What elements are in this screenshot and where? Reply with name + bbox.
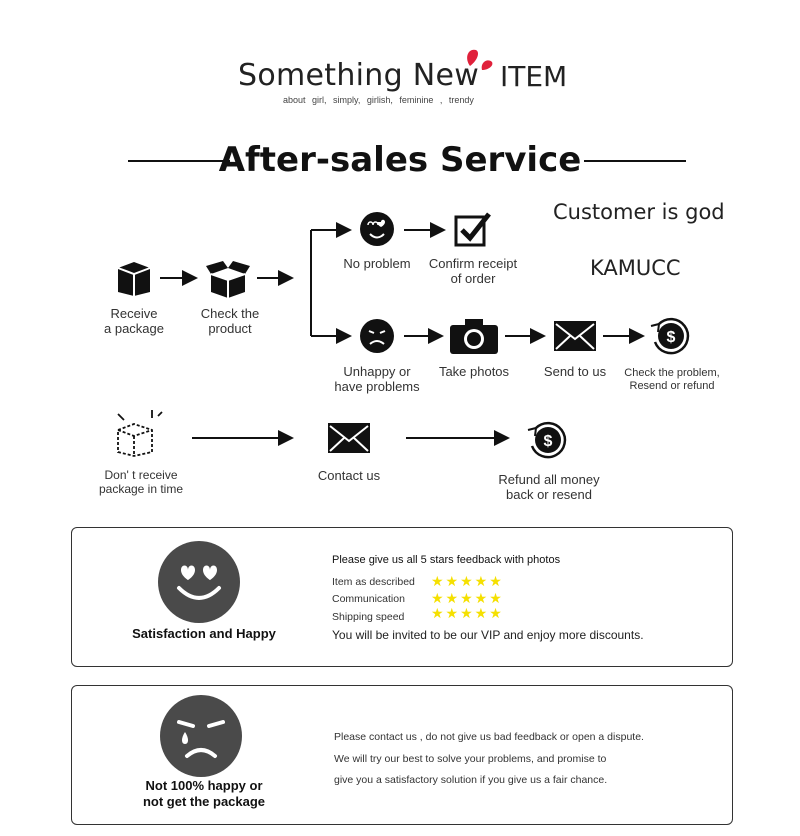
camera-icon xyxy=(450,319,498,354)
refund-label: Refund all money back or resend xyxy=(498,472,600,502)
open-box-icon xyxy=(206,261,250,298)
take-photos-label: Take photos xyxy=(438,364,510,379)
svg-text:$: $ xyxy=(667,329,676,346)
rating-stars-communication: ★★★★★ xyxy=(431,590,504,606)
missing-package-icon xyxy=(117,410,163,457)
heart-logo-icon xyxy=(467,49,493,70)
refund-money-icon: $ xyxy=(527,421,567,459)
contact-us-label: Contact us xyxy=(317,468,381,483)
rating-label-communication: Communication xyxy=(332,593,405,605)
slogan-line1: Customer is god xyxy=(553,200,725,224)
vip-text: You will be invited to be our VIP and en… xyxy=(332,628,644,642)
rating-stars-item: ★★★★★ xyxy=(431,573,504,589)
crying-face-icon xyxy=(160,695,242,777)
heart-eyes-face-icon xyxy=(158,541,240,623)
resend-label: Check the problem, Resend or refund xyxy=(624,367,720,392)
send-to-us-label: Send to us xyxy=(543,364,607,379)
sad-line-1: Please contact us , do not give us bad f… xyxy=(334,731,644,743)
confirm-label: Confirm receipt of order xyxy=(428,256,518,286)
envelope-icon xyxy=(554,321,596,351)
no-problem-label: No problem xyxy=(343,256,411,271)
rating-label-item: Item as described xyxy=(332,576,415,588)
brand-tagline: about girl, simply, girlish, feminine , … xyxy=(283,95,474,105)
sad-line-3: give you a satisfactory solution if you … xyxy=(334,774,608,786)
love-face-icon xyxy=(360,212,394,246)
happy-caption: Satisfaction and Happy xyxy=(132,626,276,641)
checkbox-icon xyxy=(454,212,491,247)
receive-label: Receive a package xyxy=(104,306,164,336)
sad-caption: Not 100% happy or not get the package xyxy=(142,778,266,809)
sad-face-icon xyxy=(360,319,394,353)
svg-text:$: $ xyxy=(544,433,553,450)
brand-name: Something New xyxy=(238,58,480,93)
page-title: After-sales Service xyxy=(218,140,582,180)
dont-receive-label: Don' t receive package in time xyxy=(98,468,184,496)
rating-stars-shipping: ★★★★★ xyxy=(431,605,504,621)
refund-coin-icon: $ xyxy=(650,317,690,355)
divider-left xyxy=(128,160,230,162)
contact-envelope-icon xyxy=(328,423,370,453)
slogan-line2: KAMUCC xyxy=(590,256,681,280)
package-box-icon xyxy=(117,262,151,296)
check-label: Check the product xyxy=(200,306,260,336)
divider-right xyxy=(584,160,686,162)
rating-label-shipping: Shipping speed xyxy=(332,611,405,623)
unhappy-label: Unhappy or have problems xyxy=(334,364,420,394)
happy-title: Please give us all 5 stars feedback with… xyxy=(332,554,561,566)
sad-line-2: We will try our best to solve your probl… xyxy=(334,753,607,765)
brand-item: ITEM xyxy=(500,60,568,93)
